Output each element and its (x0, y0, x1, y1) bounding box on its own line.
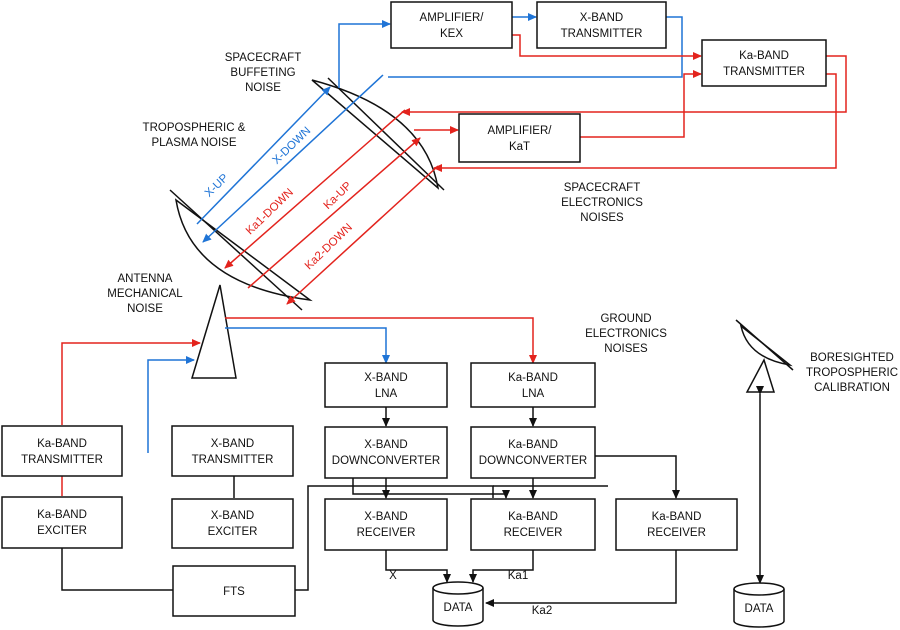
kaband-transmitter-spacecraft-box: Ka-BAND TRANSMITTER (701, 39, 827, 87)
xband-downconverter-label-1: X-BAND (364, 439, 407, 451)
kaband-receiver-2-label-2: RECEIVER (647, 527, 706, 539)
signal-x-label: X (389, 570, 397, 582)
kaband-transmitter-ground-label-2: TRANSMITTER (21, 454, 103, 466)
xband-transmitter-ground-label-1: X-BAND (211, 438, 254, 450)
xband-receiver-label-2: RECEIVER (357, 527, 416, 539)
spacecraft-electronics-noises-label: SPACECRAFT ELECTRONICS NOISES (561, 182, 643, 224)
xband-transmitter-spacecraft-label-1: X-BAND (580, 12, 623, 24)
kaband-transmitter-spacecraft-label-2: TRANSMITTER (723, 66, 805, 78)
svg-text:BORESIGHTED: BORESIGHTED (810, 352, 894, 364)
ka2-down-label: Ka2-DOWN (303, 221, 355, 272)
ka2-down-link (286, 165, 439, 305)
kaband-exciter-label-2: EXCITER (37, 525, 87, 537)
svg-text:ANTENNA: ANTENNA (118, 273, 173, 285)
kaband-receiver-1-label-2: RECEIVER (504, 527, 563, 539)
kaband-receiver-1-label-1: Ka-BAND (508, 511, 558, 523)
xband-lna-label-2: LNA (375, 388, 398, 400)
kaband-exciter-box: Ka-BAND EXCITER (1, 496, 123, 549)
x-down-link (202, 74, 384, 243)
svg-text:NOISE: NOISE (245, 82, 281, 94)
amplifier-kat-label-2: KaT (509, 141, 530, 153)
xband-lna-box: X-BAND LNA (324, 362, 448, 408)
kaband-downconverter-box: Ka-BAND DOWNCONVERTER (470, 426, 596, 479)
xband-exciter-label-2: EXCITER (208, 526, 258, 538)
data-store-main: DATA (432, 581, 484, 627)
amplifier-kex-box: AMPLIFIER/ KEX (390, 1, 513, 49)
ka-up-label: Ka-UP (322, 180, 355, 212)
xband-receiver-label-1: X-BAND (364, 511, 407, 523)
xband-transmitter-ground-label-2: TRANSMITTER (192, 454, 274, 466)
xband-transmitter-ground-box: X-BAND TRANSMITTER (171, 425, 294, 477)
kaband-transmitter-ground-box: Ka-BAND TRANSMITTER (1, 425, 123, 477)
ground-electronics-noises-label: GROUND ELECTRONICS NOISES (585, 313, 667, 355)
ka1-down-link (224, 109, 406, 269)
link-arrows (196, 74, 439, 305)
xband-downconverter-box: X-BAND DOWNCONVERTER (324, 426, 448, 479)
xband-lna-label-1: X-BAND (364, 372, 407, 384)
data-store-main-label: DATA (444, 602, 473, 614)
svg-text:ELECTRONICS: ELECTRONICS (585, 328, 667, 340)
boresighted-calibration-label: BORESIGHTED TROPOSPHERIC CALIBRATION (806, 352, 898, 394)
kaband-downconverter-label-2: DOWNCONVERTER (479, 455, 587, 467)
tropospheric-plasma-noise-label: TROPOSPHERIC & PLASMA NOISE (143, 122, 246, 149)
svg-text:PLASMA NOISE: PLASMA NOISE (151, 137, 236, 149)
svg-text:CALIBRATION: CALIBRATION (814, 382, 890, 394)
kaband-exciter-label-1: Ka-BAND (37, 509, 87, 521)
fts-label: FTS (223, 586, 245, 598)
svg-text:TROPOSPHERIC: TROPOSPHERIC (806, 367, 898, 379)
x-up-link (196, 86, 331, 225)
svg-text:NOISES: NOISES (580, 212, 624, 224)
ground-wiring (61, 317, 764, 607)
spacecraft-buffeting-noise-label: SPACECRAFT BUFFETING NOISE (225, 52, 301, 94)
svg-text:GROUND: GROUND (600, 313, 651, 325)
data-store-calibration-label: DATA (745, 603, 774, 615)
calibration-dish-icon (735, 319, 794, 393)
svg-text:SPACECRAFT: SPACECRAFT (225, 52, 301, 64)
data-store-calibration: DATA (733, 582, 785, 628)
xband-downconverter-label-2: DOWNCONVERTER (332, 455, 440, 467)
svg-text:NOISE: NOISE (127, 303, 163, 315)
kaband-lna-box: Ka-BAND LNA (470, 362, 596, 408)
xband-exciter-box: X-BAND EXCITER (171, 498, 294, 549)
svg-text:ELECTRONICS: ELECTRONICS (561, 197, 643, 209)
kaband-receiver-2-box: Ka-BAND RECEIVER (615, 498, 738, 551)
ground-antenna-icon (169, 189, 313, 379)
svg-text:BUFFETING: BUFFETING (230, 67, 295, 79)
spacecraft-dish-icon (311, 77, 445, 191)
xband-transmitter-spacecraft-box: X-BAND TRANSMITTER (536, 1, 667, 49)
svg-text:NOISES: NOISES (604, 343, 648, 355)
svg-text:SPACECRAFT: SPACECRAFT (564, 182, 640, 194)
xband-transmitter-spacecraft-label-2: TRANSMITTER (561, 28, 643, 40)
kaband-downconverter-label-1: Ka-BAND (508, 439, 558, 451)
kaband-receiver-2-label-1: Ka-BAND (652, 511, 702, 523)
spacecraft-wiring (338, 13, 847, 172)
signal-ka1-label: Ka1 (508, 570, 528, 582)
xband-receiver-box: X-BAND RECEIVER (324, 498, 448, 551)
kaband-lna-label-1: Ka-BAND (508, 372, 558, 384)
kaband-transmitter-ground-label-1: Ka-BAND (37, 438, 87, 450)
antenna-mechanical-noise-label: ANTENNA MECHANICAL NOISE (107, 273, 183, 315)
fts-box: FTS (172, 565, 296, 617)
svg-text:TROPOSPHERIC &: TROPOSPHERIC & (143, 122, 246, 134)
kaband-receiver-1-box: Ka-BAND RECEIVER (470, 498, 596, 551)
amplifier-kat-box: AMPLIFIER/ KaT (458, 113, 581, 163)
xband-exciter-label-1: X-BAND (211, 510, 254, 522)
amplifier-kex-label-2: KEX (440, 28, 463, 40)
signal-ka2-label: Ka2 (532, 605, 552, 617)
kaband-transmitter-spacecraft-label-1: Ka-BAND (739, 50, 789, 62)
x-up-label: X-UP (203, 172, 231, 200)
amplifier-kat-label-1: AMPLIFIER/ (488, 125, 553, 137)
ka-up-link (247, 137, 421, 289)
amplifier-kex-label-1: AMPLIFIER/ (420, 12, 485, 24)
svg-text:MECHANICAL: MECHANICAL (107, 288, 183, 300)
kaband-lna-label-2: LNA (522, 388, 545, 400)
